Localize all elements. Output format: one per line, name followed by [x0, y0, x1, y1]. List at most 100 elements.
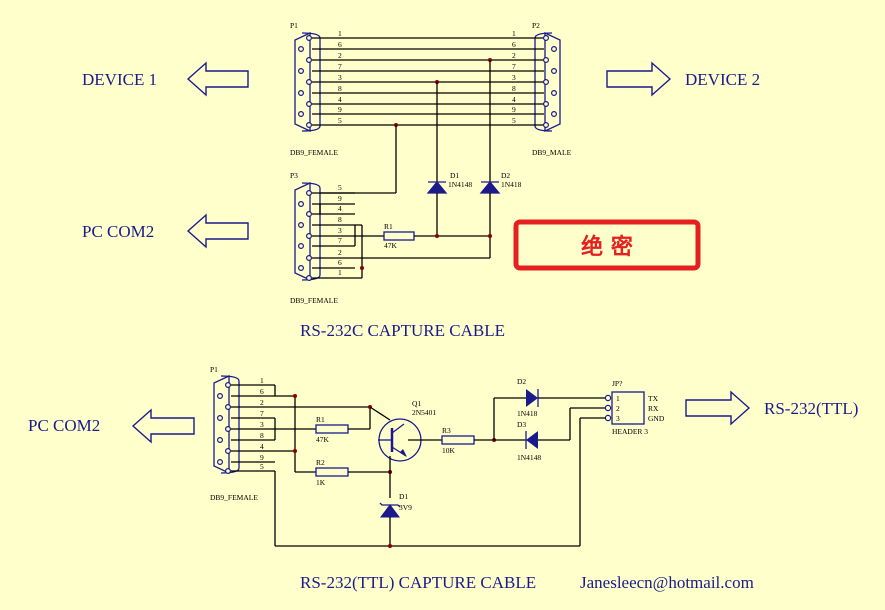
svg-text:5: 5 — [260, 462, 264, 471]
resistor-r1-icon — [315, 424, 349, 434]
b-r2-value: 1K — [316, 478, 326, 487]
svg-text:8: 8 — [338, 84, 342, 93]
email-text: Janesleecn@hotmail.com — [580, 573, 754, 592]
diode-d1-icon — [426, 180, 448, 236]
junction-dot — [293, 449, 297, 453]
junction-dot — [293, 394, 297, 398]
jp-pin: 2 — [616, 404, 620, 413]
b-r1-value: 47K — [316, 435, 330, 444]
b-d3-value: 1N4148 — [517, 453, 541, 462]
jp-value: HEADER 3 — [612, 427, 648, 436]
top-pin-holes — [298, 34, 557, 128]
pc-com2-top-label: PC COM2 — [82, 222, 154, 241]
svg-text:8: 8 — [338, 215, 342, 224]
svg-text:4: 4 — [338, 95, 342, 104]
diode-d2-icon — [479, 180, 501, 258]
svg-text:9: 9 — [512, 105, 516, 114]
zener-label: D1 — [399, 492, 408, 501]
p2-connector-shell — [544, 31, 561, 133]
svg-text:5: 5 — [338, 116, 342, 125]
junction-dot — [388, 544, 392, 548]
svg-text:1: 1 — [338, 268, 342, 277]
svg-text:4: 4 — [512, 95, 516, 104]
svg-text:6: 6 — [338, 258, 342, 267]
r1-value: 47K — [384, 241, 398, 250]
left-arrow-icon — [186, 61, 249, 97]
p3-label: P3 — [290, 171, 298, 180]
svg-text:8: 8 — [512, 84, 516, 93]
d1-value: 1N4148 — [448, 180, 472, 189]
p3-connector-shell — [294, 181, 311, 282]
resistor-r1-icon — [383, 231, 415, 241]
bottom-p1-connector-shell — [213, 374, 230, 475]
left-arrow-icon — [186, 213, 249, 249]
confidential-stamp: 绝 密 — [513, 219, 701, 271]
p1-connector-shell — [294, 31, 311, 133]
r1-label: R1 — [384, 222, 393, 231]
p1-type: DB9_FEMALE — [290, 148, 338, 157]
q1-label: Q1 — [412, 399, 421, 408]
b-d3-label: D3 — [517, 420, 526, 429]
device2-label: DEVICE 2 — [685, 70, 760, 89]
bottom-p1-type: DB9_FEMALE — [210, 493, 258, 502]
d1-label: D1 — [450, 171, 459, 180]
p1-label: P1 — [290, 21, 298, 30]
svg-text:7: 7 — [338, 62, 342, 71]
svg-text:7: 7 — [338, 236, 342, 245]
p3-type: DB9_FEMALE — [290, 296, 338, 305]
svg-text:1: 1 — [338, 29, 342, 38]
svg-text:9: 9 — [338, 105, 342, 114]
d2-label: D2 — [501, 171, 510, 180]
b-r2-label: R2 — [316, 458, 325, 467]
title-bottom: RS-232(TTL) CAPTURE CABLE — [300, 573, 536, 592]
svg-text:6: 6 — [512, 40, 516, 49]
svg-text:2: 2 — [260, 398, 264, 407]
junction-dot — [360, 266, 364, 270]
p3-pin-holes — [298, 190, 313, 282]
diode-d2-icon — [494, 389, 606, 407]
p2-label: P2 — [532, 21, 540, 30]
header-jp-icon — [611, 391, 645, 425]
svg-text:8: 8 — [260, 431, 264, 440]
p2-type: DB9_MALE — [532, 148, 572, 157]
r3-value: 10K — [442, 446, 456, 455]
svg-text:9: 9 — [260, 453, 264, 462]
svg-text:3: 3 — [338, 226, 342, 235]
bottom-pin-rows: 1 6 2 7 3 8 4 9 5 — [231, 376, 370, 546]
resistor-r3-icon — [441, 435, 475, 445]
junction-dot — [435, 234, 439, 238]
zener-d1-icon — [379, 502, 401, 518]
resistor-r2-icon — [315, 467, 349, 477]
svg-text:3: 3 — [512, 73, 516, 82]
d2-value: 1N418 — [501, 180, 522, 189]
svg-text:2: 2 — [338, 51, 342, 60]
svg-text:6: 6 — [338, 40, 342, 49]
r3-label: R3 — [442, 426, 451, 435]
diode-d3-icon — [494, 407, 606, 449]
jp-label: JP? — [612, 379, 623, 388]
left-arrow-icon — [131, 408, 195, 444]
svg-text:2: 2 — [338, 248, 342, 257]
bottom-pin-holes — [217, 382, 232, 475]
svg-text:7: 7 — [260, 409, 264, 418]
svg-text:2: 2 — [512, 51, 516, 60]
svg-text:4: 4 — [338, 204, 342, 213]
p3-pin-rows: 5 9 4 8 3 7 2 6 1 — [312, 183, 490, 279]
svg-text:7: 7 — [512, 62, 516, 71]
device1-label: DEVICE 1 — [82, 70, 157, 89]
b-d2-label: D2 — [517, 377, 526, 386]
b-d2-value: 1N418 — [517, 409, 538, 418]
jp-signal: RX — [648, 404, 659, 413]
right-arrow-icon — [685, 390, 751, 426]
pc-com2-bottom-label: PC COM2 — [28, 416, 100, 435]
svg-text:5: 5 — [338, 183, 342, 192]
zener-value: 3V9 — [399, 503, 412, 512]
svg-text:3: 3 — [338, 73, 342, 82]
